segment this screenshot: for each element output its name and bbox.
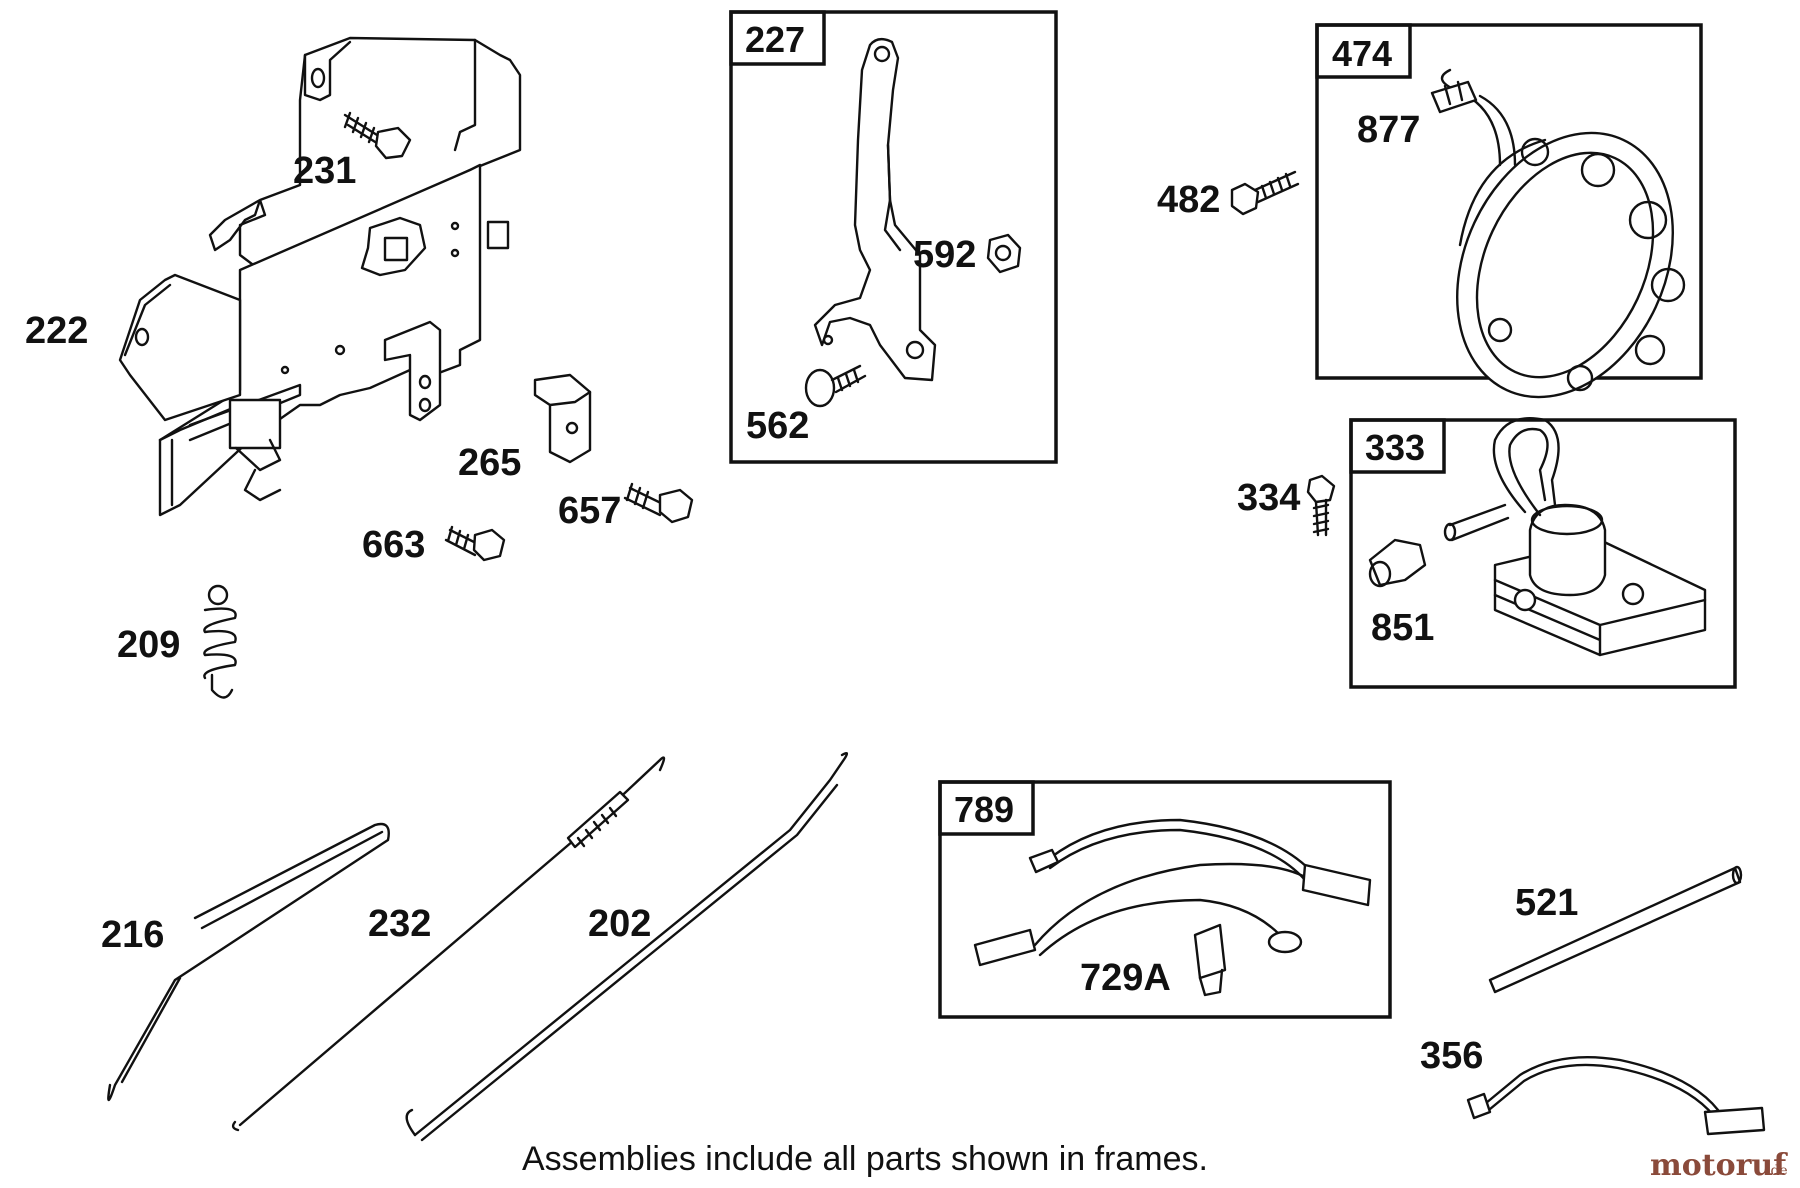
wire-harness-part-789	[973, 818, 1372, 967]
caption: Assemblies include all parts shown in fr…	[522, 1140, 1208, 1178]
connector-part-877	[1430, 80, 1478, 114]
label-209: 209	[117, 624, 180, 666]
spring-part-209	[203, 584, 237, 699]
frame-474-number: 474	[1332, 33, 1392, 74]
label-202: 202	[588, 903, 651, 945]
label-231: 231	[293, 150, 356, 192]
screw-part-663	[444, 525, 506, 562]
clip-part-265	[533, 373, 592, 464]
frame-227	[729, 10, 1058, 464]
frame-789	[938, 780, 1392, 1019]
screw-part-334	[1306, 474, 1336, 537]
label-562: 562	[746, 405, 809, 447]
spark-plug-boot-part-851	[1368, 538, 1427, 588]
screw-part-562	[804, 364, 867, 408]
label-482: 482	[1157, 179, 1220, 221]
frame-789-number: 789	[954, 789, 1014, 830]
frame-333-number: 333	[1365, 427, 1425, 468]
tube-part-521	[1488, 865, 1743, 994]
ignition-armature-part-333	[1443, 417, 1707, 657]
label-521: 521	[1515, 882, 1578, 924]
wire-part-356	[1466, 1055, 1766, 1136]
label-851: 851	[1371, 607, 1434, 649]
label-222: 222	[25, 310, 88, 352]
label-657: 657	[558, 490, 621, 532]
watermark-brand: motoruf	[1650, 1148, 1788, 1183]
label-877: 877	[1357, 109, 1420, 151]
frame-789-tab	[938, 780, 1035, 836]
label-265: 265	[458, 442, 521, 484]
frame-227-tab	[729, 10, 826, 66]
label-232: 232	[368, 903, 431, 945]
alternator-stator-part-474	[1440, 68, 1686, 399]
watermark-logo: motoruf .de	[1650, 1148, 1788, 1183]
clip-part-729A	[1193, 923, 1227, 997]
rod-part-202	[405, 751, 849, 1142]
label-356: 356	[1420, 1035, 1483, 1077]
lever-part-227	[813, 37, 937, 382]
control-bracket-part-222	[118, 36, 522, 517]
label-592: 592	[913, 234, 976, 276]
frame-333-tab	[1349, 418, 1446, 474]
label-729A: 729A	[1080, 957, 1171, 999]
label-334: 334	[1237, 477, 1300, 519]
cable-part-232	[231, 756, 666, 1132]
screw-part-231	[343, 111, 412, 160]
frame-227-number: 227	[745, 19, 805, 60]
label-663: 663	[362, 524, 425, 566]
rod-part-216	[107, 822, 390, 1102]
watermark-suffix: .de	[1766, 1163, 1788, 1179]
nut-part-592	[986, 233, 1022, 274]
label-216: 216	[101, 914, 164, 956]
bolt-part-482	[1230, 170, 1300, 216]
screw-part-657	[623, 482, 694, 524]
frame-474-tab	[1315, 23, 1412, 79]
